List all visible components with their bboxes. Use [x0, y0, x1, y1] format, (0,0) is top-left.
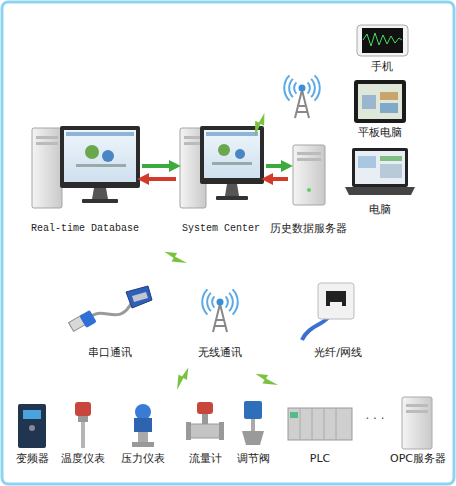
- laptop-icon: [345, 148, 415, 195]
- device-label: Real-time Database: [31, 222, 139, 236]
- device-label: 温度仪表: [61, 452, 105, 466]
- device-node: 压力仪表: [118, 400, 168, 466]
- computer-icon: [32, 126, 140, 208]
- device-label: OPC服务器: [390, 452, 446, 466]
- device-label: 历史数据服务器: [270, 222, 347, 236]
- device-node: 流量计: [182, 400, 228, 466]
- wireless-tower: [284, 75, 319, 118]
- device-label: 串口通讯: [88, 346, 132, 360]
- device-node: 平板电脑: [352, 78, 408, 140]
- device-label: 压力仪表: [121, 452, 165, 466]
- phone-icon: [357, 25, 408, 56]
- device-label: 流量计: [189, 452, 222, 466]
- pressure-gauge: [132, 404, 154, 447]
- tablet-icon: [354, 80, 406, 123]
- inverter-icon: [18, 404, 46, 448]
- device-label: System Center: [182, 222, 260, 236]
- lightning-bolt: [163, 112, 278, 392]
- device-node: 电脑: [345, 147, 415, 217]
- device-label: 无线通讯: [198, 346, 242, 360]
- device-label: 光纤/网线: [314, 346, 362, 360]
- wireless-tower: [202, 289, 237, 332]
- ellipsis-label: · · ·: [358, 412, 392, 426]
- serial-cable: [69, 286, 152, 331]
- device-label: 平板电脑: [358, 126, 402, 140]
- control-valve: [242, 401, 264, 445]
- device-node: OPC服务器: [390, 400, 446, 466]
- plc-icon: [288, 408, 352, 440]
- device-node: System Center: [178, 118, 264, 236]
- temperature-gauge: [75, 402, 91, 448]
- computer-icon: [180, 126, 264, 208]
- device-label: 变频器: [16, 452, 49, 466]
- data-flow-arrow: [142, 177, 176, 181]
- device-node: 光纤/网线: [298, 282, 378, 360]
- data-flow-arrow: [142, 164, 176, 168]
- data-flow-arrow: [266, 177, 288, 181]
- device-label: 电脑: [369, 203, 391, 217]
- device-label: PLC: [310, 452, 330, 466]
- device-label: 手机: [371, 60, 393, 74]
- device-node: 温度仪表: [58, 400, 108, 466]
- device-node: 调节阀: [232, 400, 274, 466]
- device-node: PLC: [288, 400, 352, 466]
- device-node: 无线通讯: [190, 278, 250, 360]
- data-flow-arrow: [266, 164, 288, 168]
- device-node: 历史数据服务器: [290, 140, 326, 236]
- server-icon: [293, 145, 325, 205]
- device-node: 串口通讯: [70, 280, 150, 360]
- ethernet-port: [302, 283, 354, 340]
- opc-server-icon: [402, 397, 432, 449]
- device-node: Real-time Database: [30, 118, 140, 236]
- device-label: 调节阀: [237, 452, 270, 466]
- device-node: 手机: [356, 24, 408, 74]
- device-node: 变频器: [12, 400, 52, 466]
- flowmeter-icon: [186, 402, 224, 440]
